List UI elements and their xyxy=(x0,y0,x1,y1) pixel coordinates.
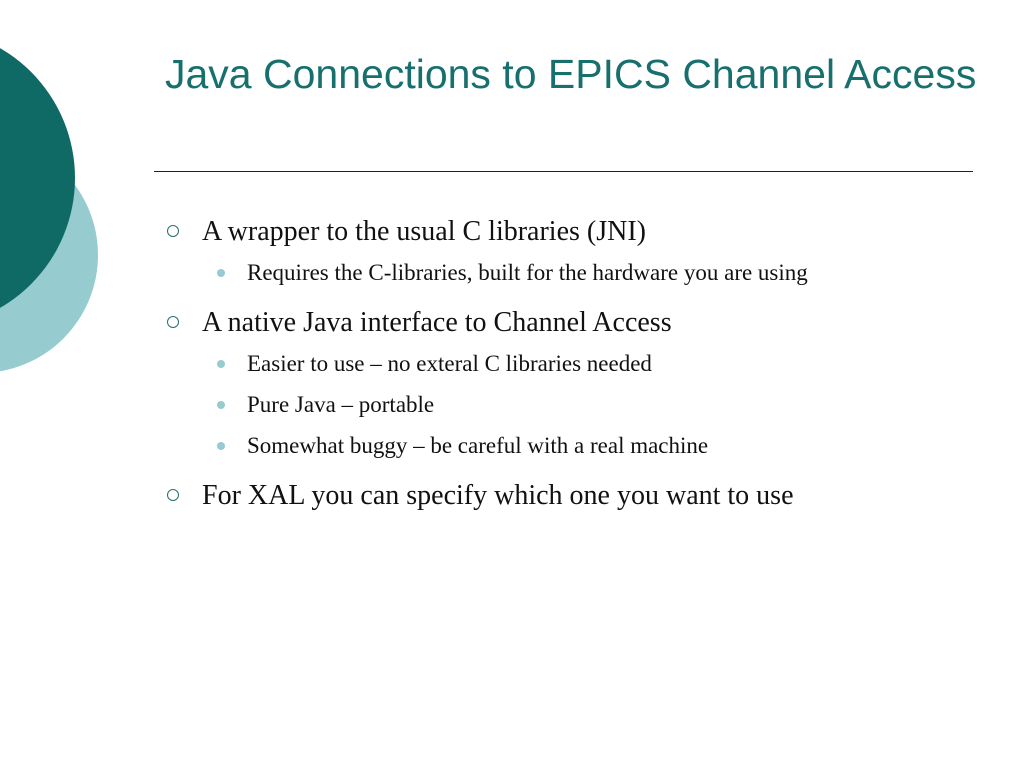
bullet-text: A wrapper to the usual C libraries (JNI) xyxy=(202,216,646,247)
bullet-item: A wrapper to the usual C libraries (JNI)… xyxy=(165,212,1005,293)
decorative-circles xyxy=(0,48,98,372)
dot-bullet-icon xyxy=(217,360,225,368)
sub-bullet-item: Requires the C-libraries, built for the … xyxy=(202,252,1005,293)
sub-bullet-text: Pure Java – portable xyxy=(247,392,435,417)
sub-bullet-item: Easier to use – no exteral C libraries n… xyxy=(202,343,1005,384)
bullet-item: A native Java interface to Channel Acces… xyxy=(165,303,1005,466)
sub-bullet-text: Requires the C-libraries, built for the … xyxy=(247,260,808,285)
hollow-circle-bullet-icon xyxy=(167,489,179,501)
sub-bullet-list: Easier to use – no exteral C libraries n… xyxy=(202,343,1005,466)
sub-bullet-item: Pure Java – portable xyxy=(202,384,1005,425)
bullet-list: A wrapper to the usual C libraries (JNI)… xyxy=(165,212,1005,526)
sub-bullet-item: Somewhat buggy – be careful with a real … xyxy=(202,425,1005,466)
sub-bullet-text: Somewhat buggy – be careful with a real … xyxy=(247,433,709,458)
bullet-item: For XAL you can specify which one you wa… xyxy=(165,476,1005,516)
hollow-circle-bullet-icon xyxy=(167,316,179,328)
sub-bullet-text: Easier to use – no exteral C libraries n… xyxy=(247,351,652,376)
dot-bullet-icon xyxy=(217,269,225,277)
bullet-text: For XAL you can specify which one you wa… xyxy=(202,480,794,511)
hollow-circle-bullet-icon xyxy=(167,225,179,237)
dot-bullet-icon xyxy=(217,442,225,450)
slide-title: Java Connections to EPICS Channel Access xyxy=(165,51,977,97)
bullet-text: A native Java interface to Channel Acces… xyxy=(202,307,672,338)
dark-circle-shape xyxy=(0,48,75,308)
title-divider xyxy=(154,171,973,172)
sub-bullet-list: Requires the C-libraries, built for the … xyxy=(202,252,1005,293)
dot-bullet-icon xyxy=(217,401,225,409)
